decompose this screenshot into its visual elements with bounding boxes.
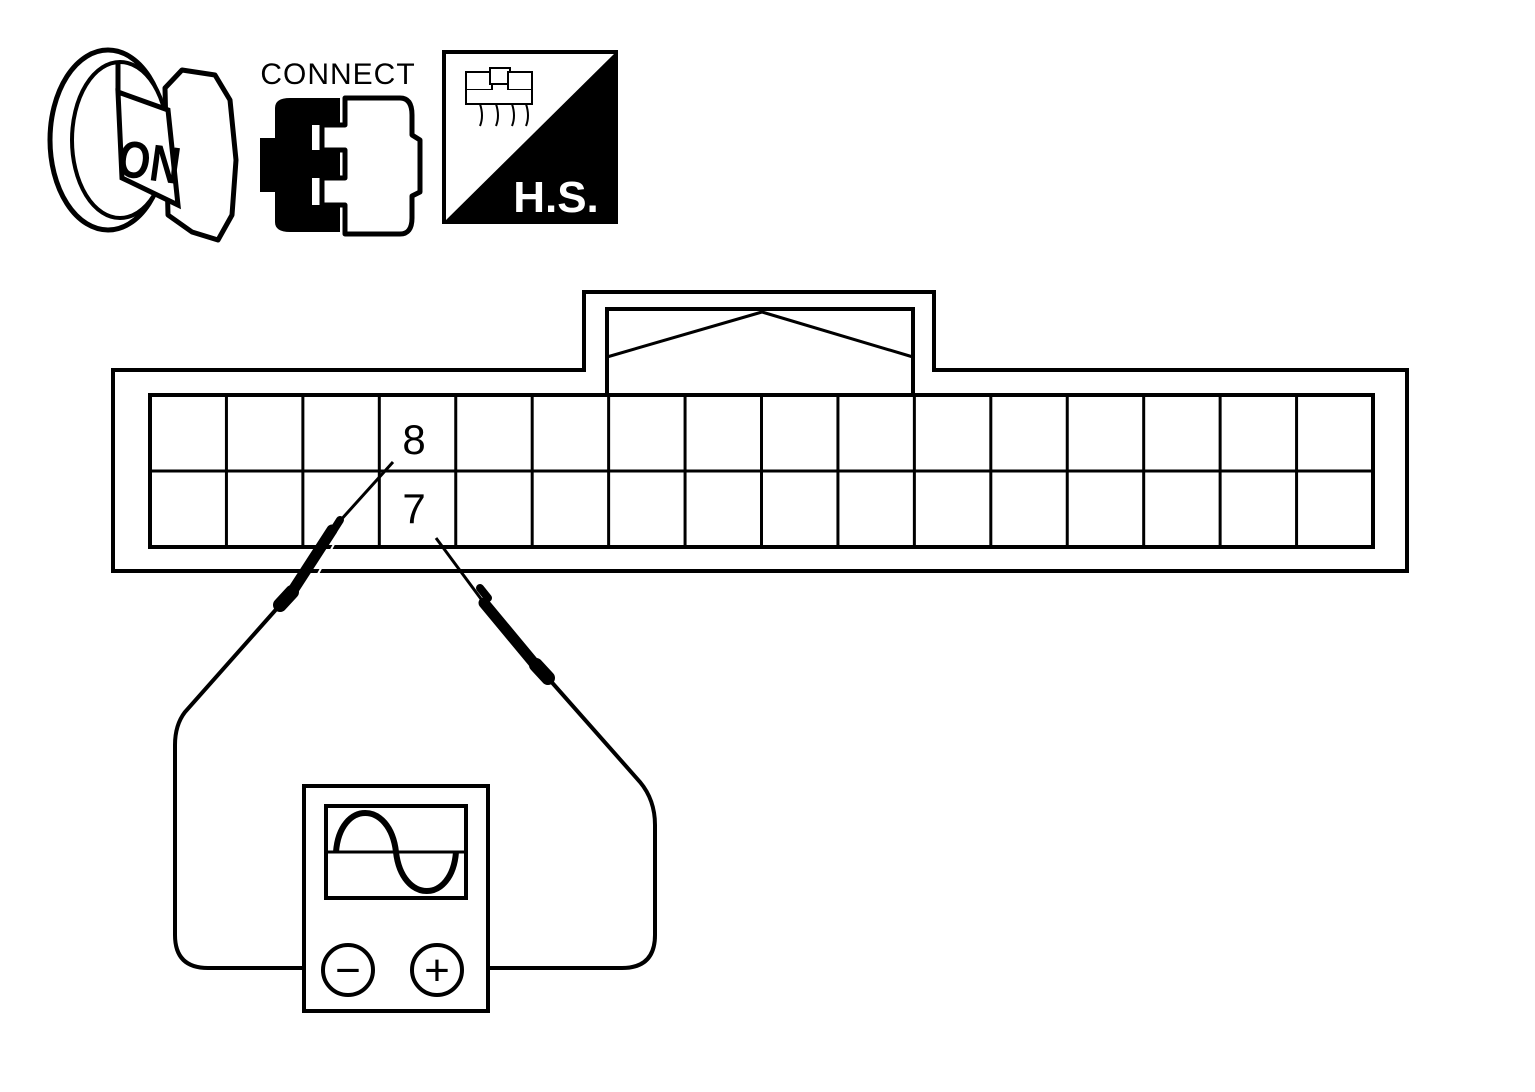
positive-probe	[434, 537, 555, 685]
negative-probe	[273, 460, 395, 612]
ignition-key-on-icon: ON	[47, 47, 239, 243]
connector-housing	[111, 290, 1409, 573]
harness-side-icon: H.S.	[442, 50, 618, 224]
positive-lead-wire	[462, 676, 657, 970]
positive-terminal	[410, 943, 464, 997]
negative-terminal	[321, 943, 375, 997]
hs-label: H.S.	[513, 173, 599, 222]
terminal-8-label: 8	[402, 416, 425, 463]
oscilloscope: − +	[302, 784, 490, 1013]
connector-connect-icon: CONNECT	[260, 58, 423, 237]
sine-wave-icon	[333, 810, 459, 894]
terminal-grid	[148, 393, 1375, 549]
ignition-label: ON	[114, 128, 184, 195]
negative-terminal-symbol: −	[335, 946, 361, 995]
terminal-7-label: 7	[402, 485, 425, 532]
positive-terminal-symbol: +	[424, 946, 450, 995]
negative-lead-wire	[173, 603, 322, 970]
connect-label: CONNECT	[260, 58, 415, 91]
